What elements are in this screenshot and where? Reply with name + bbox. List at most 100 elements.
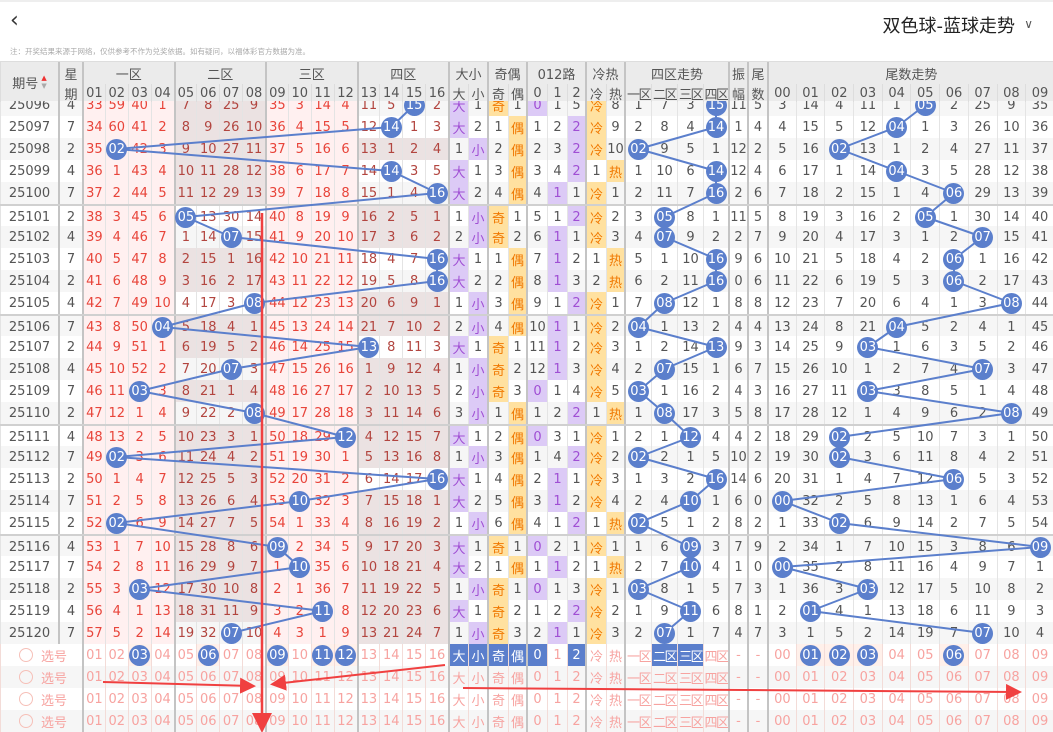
select-row-label[interactable]: 选号 bbox=[0, 644, 82, 666]
select-option[interactable]: 12 bbox=[333, 644, 357, 666]
select-option[interactable]: 小 bbox=[468, 666, 487, 688]
select-option[interactable]: 10 bbox=[287, 710, 311, 732]
select-option[interactable]: 07 bbox=[967, 666, 997, 688]
select-option[interactable]: 三区 bbox=[677, 644, 703, 666]
select-option[interactable]: 06 bbox=[939, 644, 968, 666]
select-option[interactable]: 13 bbox=[356, 666, 380, 688]
select-option[interactable]: 01 bbox=[82, 710, 105, 732]
select-option[interactable]: 偶 bbox=[508, 666, 526, 688]
select-option[interactable]: 2 bbox=[567, 644, 585, 666]
sort-icon[interactable]: ▲▼ bbox=[41, 74, 46, 90]
select-option[interactable]: 07 bbox=[219, 688, 243, 710]
select-option[interactable]: 大 bbox=[448, 666, 468, 688]
period-header[interactable]: 期号▲▼ bbox=[0, 62, 58, 102]
select-option[interactable]: 冷 bbox=[585, 688, 606, 710]
select-option[interactable]: 02 bbox=[104, 644, 128, 666]
radio-circle-icon[interactable] bbox=[19, 692, 33, 706]
select-option[interactable]: 2 bbox=[567, 710, 585, 732]
select-option[interactable]: 01 bbox=[82, 666, 105, 688]
select-option[interactable]: 02 bbox=[824, 710, 854, 732]
select-option[interactable]: 16 bbox=[425, 666, 448, 688]
select-option[interactable]: 08 bbox=[242, 644, 265, 666]
select-option[interactable]: 06 bbox=[196, 688, 220, 710]
select-option[interactable]: 03 bbox=[127, 710, 151, 732]
select-option[interactable]: 热 bbox=[606, 644, 624, 666]
select-option[interactable]: 02 bbox=[824, 688, 854, 710]
select-option[interactable]: 13 bbox=[356, 688, 380, 710]
select-option[interactable]: 二区 bbox=[651, 666, 677, 688]
radio-circle-icon[interactable] bbox=[19, 714, 33, 728]
select-option[interactable]: 大 bbox=[448, 710, 468, 732]
select-option[interactable]: 03 bbox=[127, 644, 151, 666]
select-option[interactable]: 0 bbox=[526, 666, 547, 688]
select-option[interactable]: - bbox=[747, 710, 767, 732]
select-option[interactable]: 14 bbox=[379, 688, 403, 710]
select-option[interactable]: 一区 bbox=[624, 710, 651, 732]
select-option[interactable]: 16 bbox=[425, 710, 448, 732]
select-option[interactable]: 15 bbox=[402, 710, 426, 732]
select-option[interactable]: 1 bbox=[547, 710, 567, 732]
select-option[interactable]: 03 bbox=[127, 666, 151, 688]
select-option[interactable]: 07 bbox=[967, 688, 997, 710]
select-option[interactable]: 二区 bbox=[651, 644, 677, 666]
select-option[interactable]: 04 bbox=[150, 688, 174, 710]
select-option[interactable]: 05 bbox=[910, 710, 940, 732]
select-option[interactable]: 01 bbox=[795, 710, 825, 732]
select-option[interactable]: 10 bbox=[287, 688, 311, 710]
select-option[interactable]: 热 bbox=[606, 710, 624, 732]
select-option[interactable]: 00 bbox=[767, 710, 796, 732]
select-option[interactable]: 0 bbox=[526, 710, 547, 732]
select-option[interactable]: 四区 bbox=[703, 688, 728, 710]
select-option[interactable]: 06 bbox=[196, 666, 220, 688]
select-option[interactable]: 00 bbox=[767, 688, 796, 710]
select-option[interactable]: - bbox=[747, 666, 767, 688]
select-option[interactable]: 08 bbox=[242, 710, 265, 732]
radio-circle-icon[interactable] bbox=[19, 670, 33, 684]
select-option[interactable]: 09 bbox=[1025, 688, 1053, 710]
select-option[interactable]: 07 bbox=[967, 710, 997, 732]
select-option[interactable]: 大 bbox=[448, 688, 468, 710]
select-option[interactable]: 05 bbox=[173, 666, 197, 688]
select-option[interactable]: 04 bbox=[881, 666, 911, 688]
select-option[interactable]: 11 bbox=[310, 710, 334, 732]
select-option[interactable]: - bbox=[747, 688, 767, 710]
select-option[interactable]: 奇 bbox=[487, 688, 508, 710]
select-row-label[interactable]: 选号 bbox=[0, 688, 82, 710]
select-option[interactable]: 2 bbox=[567, 688, 585, 710]
select-option[interactable]: 1 bbox=[547, 666, 567, 688]
select-option[interactable]: 00 bbox=[767, 666, 796, 688]
chevron-left-icon[interactable]: ‹ bbox=[10, 8, 19, 33]
select-option[interactable]: 0 bbox=[526, 644, 547, 666]
select-option[interactable]: 13 bbox=[356, 644, 380, 666]
select-option[interactable]: 09 bbox=[1025, 666, 1053, 688]
select-option[interactable]: 05 bbox=[910, 688, 940, 710]
select-option[interactable]: 03 bbox=[853, 644, 882, 666]
select-option[interactable]: 01 bbox=[82, 644, 105, 666]
select-option[interactable]: 一区 bbox=[624, 644, 651, 666]
select-option[interactable]: 冷 bbox=[585, 710, 606, 732]
select-option[interactable]: 06 bbox=[939, 666, 968, 688]
select-option[interactable]: 二区 bbox=[651, 688, 677, 710]
select-option[interactable]: 冷 bbox=[585, 666, 606, 688]
select-option[interactable]: 三区 bbox=[677, 666, 703, 688]
select-option[interactable]: 07 bbox=[967, 644, 997, 666]
select-option[interactable]: 14 bbox=[379, 644, 403, 666]
select-option[interactable]: 05 bbox=[910, 666, 940, 688]
select-option[interactable]: 07 bbox=[219, 644, 243, 666]
select-option[interactable]: 01 bbox=[795, 688, 825, 710]
chevron-down-icon[interactable]: ∨ bbox=[1024, 17, 1033, 31]
select-option[interactable]: 冷 bbox=[585, 644, 606, 666]
select-option[interactable]: 10 bbox=[287, 644, 311, 666]
select-option[interactable]: 05 bbox=[173, 710, 197, 732]
select-option[interactable]: - bbox=[747, 644, 767, 666]
select-option[interactable]: 04 bbox=[881, 710, 911, 732]
select-option[interactable]: 15 bbox=[402, 666, 426, 688]
select-option[interactable]: 09 bbox=[1025, 644, 1053, 666]
select-option[interactable]: 14 bbox=[379, 710, 403, 732]
select-option[interactable]: 05 bbox=[173, 688, 197, 710]
select-option[interactable]: 03 bbox=[853, 666, 882, 688]
select-option[interactable]: 三区 bbox=[677, 688, 703, 710]
select-option[interactable]: 08 bbox=[996, 710, 1026, 732]
select-option[interactable]: 一区 bbox=[624, 688, 651, 710]
